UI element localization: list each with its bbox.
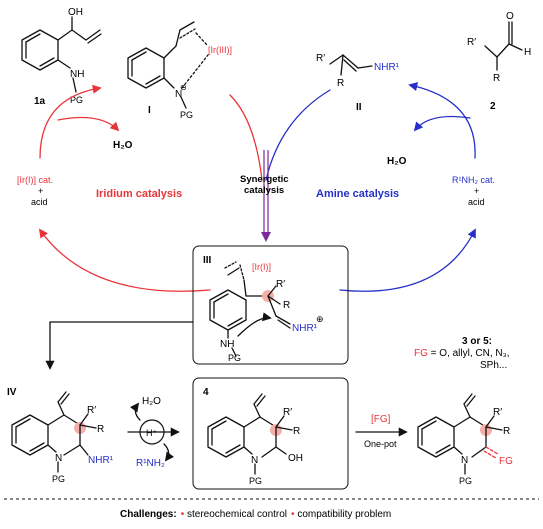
r-prime-label: R′ <box>316 53 325 64</box>
arrow-II-to-synergy <box>265 89 331 181</box>
pg-label: PG <box>70 95 83 105</box>
nhr1-label: NHR¹ <box>88 455 114 466</box>
intermediate-label: II <box>356 102 362 113</box>
hydroxyl-label: OH <box>68 7 83 18</box>
r-prime-label: R′ <box>276 279 285 290</box>
synergy-arrow <box>261 150 271 242</box>
challenges-line: Challenges:• stereochemical control• com… <box>120 509 391 520</box>
compound-4: 4 R′ R OH N PG <box>203 387 303 486</box>
intermediate-label: III <box>203 255 212 266</box>
acid-label: acid <box>31 197 48 207</box>
pg-label: PG <box>180 110 193 120</box>
iridium-cycle-arrows <box>38 84 263 292</box>
r-label: R <box>503 426 510 437</box>
intermediate-III-box <box>192 245 349 365</box>
iridium-catalysis-title: Iridium catalysis <box>96 188 182 200</box>
compound-2: R′ O H R 2 <box>467 11 531 112</box>
arrow-amine-to-2 <box>408 82 476 159</box>
pg-label: PG <box>249 476 262 486</box>
iminium-label: NHR¹ <box>292 323 318 334</box>
plus-sign: + <box>474 186 479 196</box>
n-label: N <box>55 453 62 464</box>
synergetic-label: Synergetic <box>240 174 289 185</box>
proton-label: H⁺ <box>146 428 157 438</box>
compound-label: 1a <box>34 96 46 107</box>
arrow-I-to-synergy <box>229 94 263 181</box>
pg-label: PG <box>228 353 241 363</box>
r-prime-label: R′ <box>87 405 96 416</box>
r-label: R <box>97 424 104 435</box>
intermediate-IV: IV R′ R NHR¹ N PG <box>7 387 114 484</box>
r-label: R <box>493 73 500 84</box>
amine-cycle-arrows <box>265 82 476 292</box>
intermediate-III: III [Ir(I)] R′ R NHR¹ ⊕ NH PG <box>203 255 324 363</box>
ir3-label: [Ir(III)] <box>208 45 232 55</box>
r-prime-label: R′ <box>467 37 476 48</box>
fg-label: FG <box>499 456 513 467</box>
arrow-III-to-IV <box>45 321 194 370</box>
n-label: N <box>251 455 258 466</box>
ir1-label: [Ir(I)] <box>252 262 271 272</box>
arrow-III-to-amine <box>339 228 476 292</box>
product-label: 3 or 5: <box>462 336 492 347</box>
intermediate-label: IV <box>7 387 17 398</box>
water-label-left: H₂O <box>113 140 133 151</box>
compound-label: 2 <box>490 101 496 112</box>
fg-reagent-label: [FG] <box>371 414 391 425</box>
fg-definition-continued: SPh... <box>480 360 507 371</box>
r-label: R <box>293 426 300 437</box>
compound-4-box <box>192 377 349 490</box>
hydrolysis-step: H₂O H⁺ R¹NH₂ <box>127 396 180 469</box>
r-prime-label: R′ <box>283 407 292 418</box>
water-label-right: H₂O <box>387 156 407 167</box>
water-label: H₂O <box>142 396 161 407</box>
compound-1a: OH NH PG 1a <box>21 7 102 107</box>
plus-sign: + <box>38 186 43 196</box>
arrow-release-water <box>413 115 471 132</box>
oxygen-label: O <box>506 11 514 22</box>
iridium-catalyst-label: [Ir(I)] cat. <box>17 175 53 185</box>
hydroxyl-label: OH <box>288 453 303 464</box>
product-3-or-5: R′ R FG N PG <box>417 393 513 486</box>
compound-label: 4 <box>203 387 209 398</box>
one-pot-label: One-pot <box>364 439 397 449</box>
pg-label: PG <box>52 474 65 484</box>
intermediate-II: R′ R NHR¹ II <box>316 53 400 113</box>
nhr1-label: NHR¹ <box>374 62 400 73</box>
negative-charge: ⊖ <box>180 83 187 92</box>
amine-catalysis-title: Amine catalysis <box>316 188 399 200</box>
catalysis-label: catalysis <box>244 185 284 196</box>
n-label: N <box>175 89 182 100</box>
amine-catalyst-label: R¹NH₂ cat. <box>452 175 495 185</box>
pg-label: PG <box>459 476 472 486</box>
n-label: N <box>461 455 468 466</box>
intermediate-I: [Ir(III)] N ⊖ PG I <box>127 21 232 120</box>
hydrogen-label: H <box>524 47 531 58</box>
amine-released-label: R¹NH₂ <box>136 458 165 469</box>
r-prime-label: R′ <box>493 407 502 418</box>
r-label: R <box>283 300 290 311</box>
nh-label: NH <box>220 339 234 350</box>
arrow-release-water <box>57 116 120 132</box>
acid-label: acid <box>468 197 485 207</box>
positive-charge: ⊕ <box>316 314 324 324</box>
intermediate-label: I <box>148 105 151 116</box>
fg-definition: FG = O, allyl, CN, N₃, <box>414 348 509 359</box>
arrow-III-to-catalyst <box>38 228 211 292</box>
r-label: R <box>337 78 344 89</box>
arrow-ir-to-1a <box>39 84 102 159</box>
nh-label: NH <box>70 69 84 80</box>
